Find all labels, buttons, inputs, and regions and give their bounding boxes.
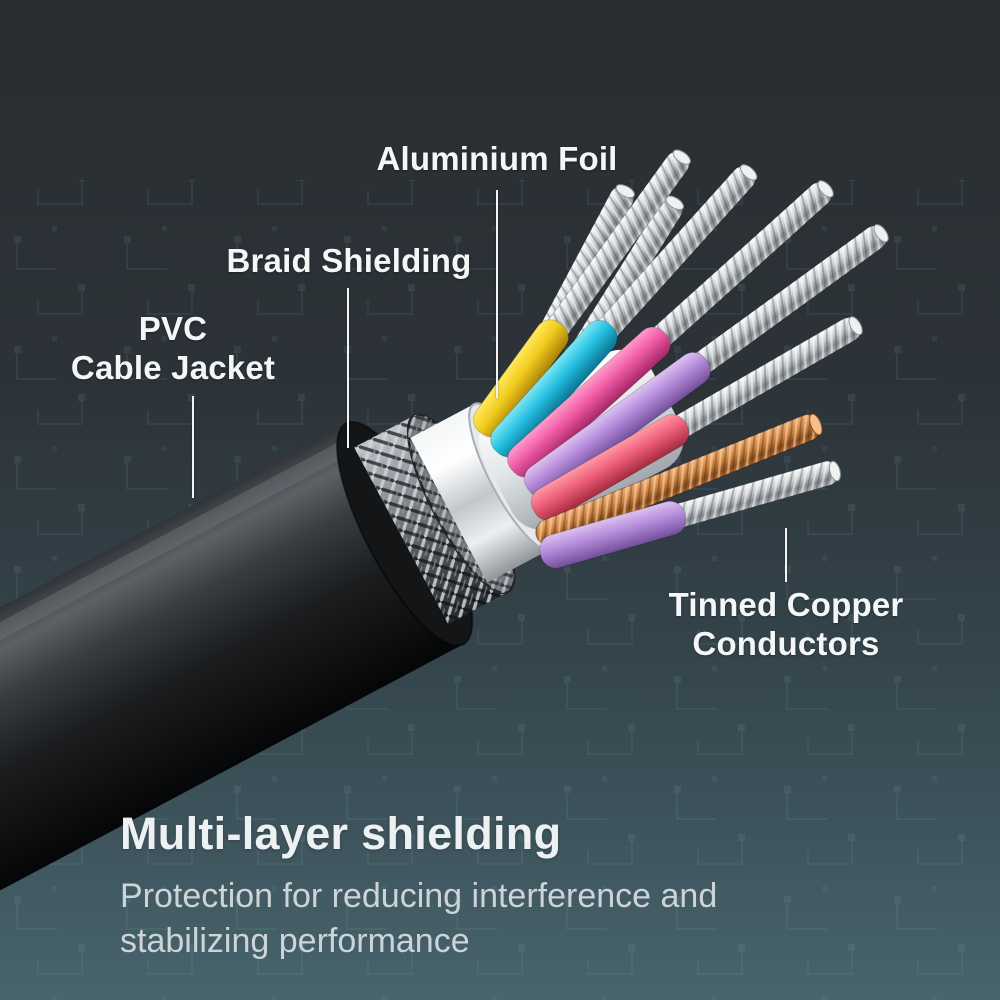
wire-rose [530, 316, 863, 522]
tinned-copper-label-line1: Tinned Copper [668, 586, 904, 623]
caption-body: Protection for reducing interference and… [120, 874, 717, 964]
braid-shielding-label: Braid Shielding [226, 242, 472, 279]
wire-bundle [473, 149, 889, 569]
copper-conductor [535, 413, 823, 546]
wire-cyan [490, 164, 758, 458]
pvc-label-line1: PVC [138, 310, 208, 347]
tinned-copper-leader-line [785, 528, 787, 582]
wire-lilac [539, 460, 841, 569]
aluminium-foil-leader-line [496, 190, 498, 398]
tinned-copper-label-line2: Conductors [692, 624, 880, 662]
aluminium-foil-label: Aluminium Foil [376, 140, 618, 177]
caption-block: Multi-layer shielding Protection for red… [120, 808, 717, 964]
pvc-jacket-label: PVC Cable Jacket [71, 310, 275, 388]
pvc-label-line2: Cable Jacket [70, 348, 276, 386]
tinned-copper-label: Tinned Copper Conductors [669, 586, 904, 664]
wire-yellow [473, 149, 691, 438]
caption-body-line1: Protection for reducing interference and [120, 877, 718, 915]
caption-body-line2: stabilizing performance [120, 921, 470, 960]
pvc-jacket-leader-line [192, 396, 194, 498]
wire-lilac [523, 224, 889, 498]
braid-shielding-leader-line [347, 288, 349, 448]
caption-title: Multi-layer shielding [120, 808, 562, 859]
wire-pink [507, 180, 834, 478]
cable-assembly [0, 149, 889, 1000]
